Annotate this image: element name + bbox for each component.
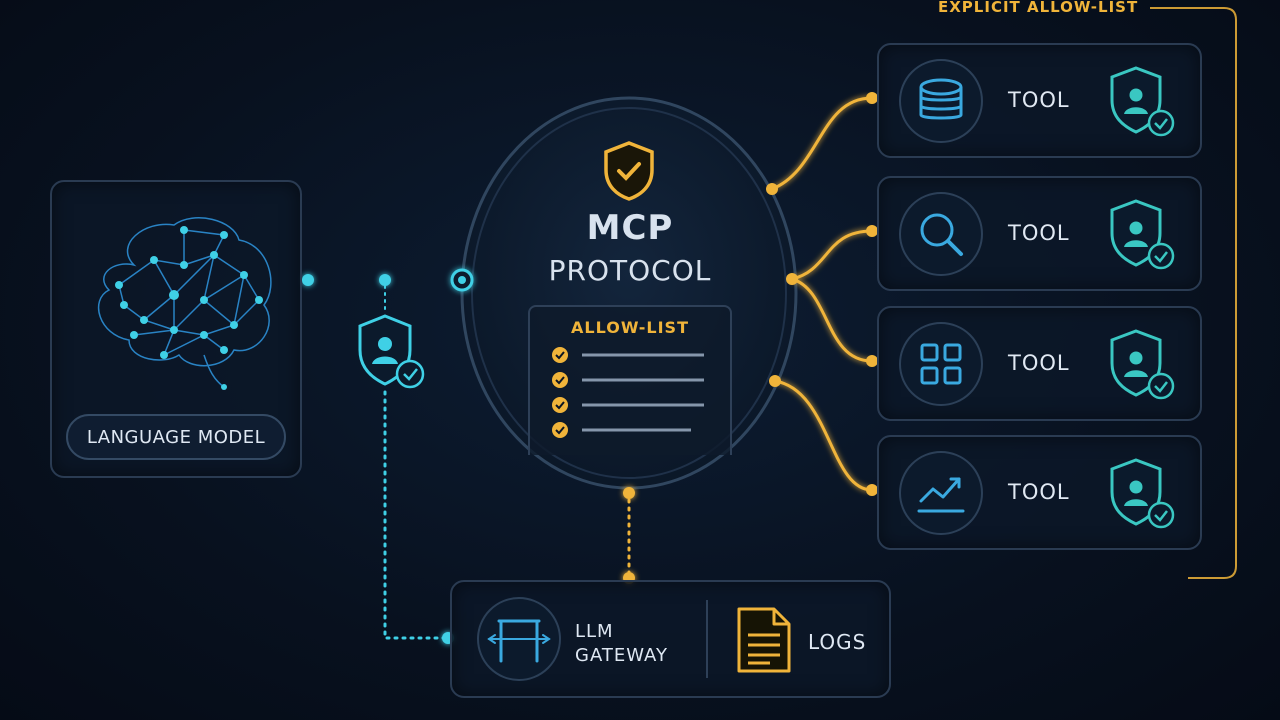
trend-chart-icon <box>899 451 983 535</box>
mcp-subtitle: PROTOCOL <box>548 254 712 287</box>
allow-list-bracket <box>1150 7 1237 579</box>
tool-label-4: TOOL <box>1008 480 1070 504</box>
gateway-line-1: LLM <box>575 621 614 642</box>
database-icon <box>899 59 983 143</box>
gateway-divider <box>706 600 708 678</box>
shield-user-check-icon <box>1110 329 1175 400</box>
document-icon <box>737 607 791 673</box>
shield-user-check-icon <box>1110 458 1175 529</box>
shield-user-check-icon <box>1110 199 1175 270</box>
tool-label-2: TOOL <box>1008 221 1070 245</box>
mcp-title: MCP <box>586 208 674 248</box>
shield-check-icon <box>604 141 654 201</box>
search-icon <box>899 192 983 276</box>
lm-to-gateway-line <box>383 390 450 640</box>
tool-label-3: TOOL <box>1008 351 1070 375</box>
logs-label: LOGS <box>808 630 867 654</box>
gateway-line-2: GATEWAY <box>575 645 668 666</box>
tool-label-1: TOOL <box>1008 88 1070 112</box>
allow-list-checklist <box>552 347 704 438</box>
explicit-allow-list-label: EXPLICIT ALLOW-LIST <box>938 0 1139 16</box>
brain-icon <box>98 217 272 390</box>
shield-user-check-icon <box>358 314 425 389</box>
grid-icon <box>899 322 983 406</box>
language-model-label: LANGUAGE MODEL <box>66 414 286 460</box>
shield-user-check-icon <box>1110 66 1175 137</box>
gateway-icon <box>477 597 561 681</box>
llm-gateway-label: LLM GATEWAY <box>575 620 668 668</box>
allow-list-title: ALLOW-LIST <box>571 318 689 337</box>
